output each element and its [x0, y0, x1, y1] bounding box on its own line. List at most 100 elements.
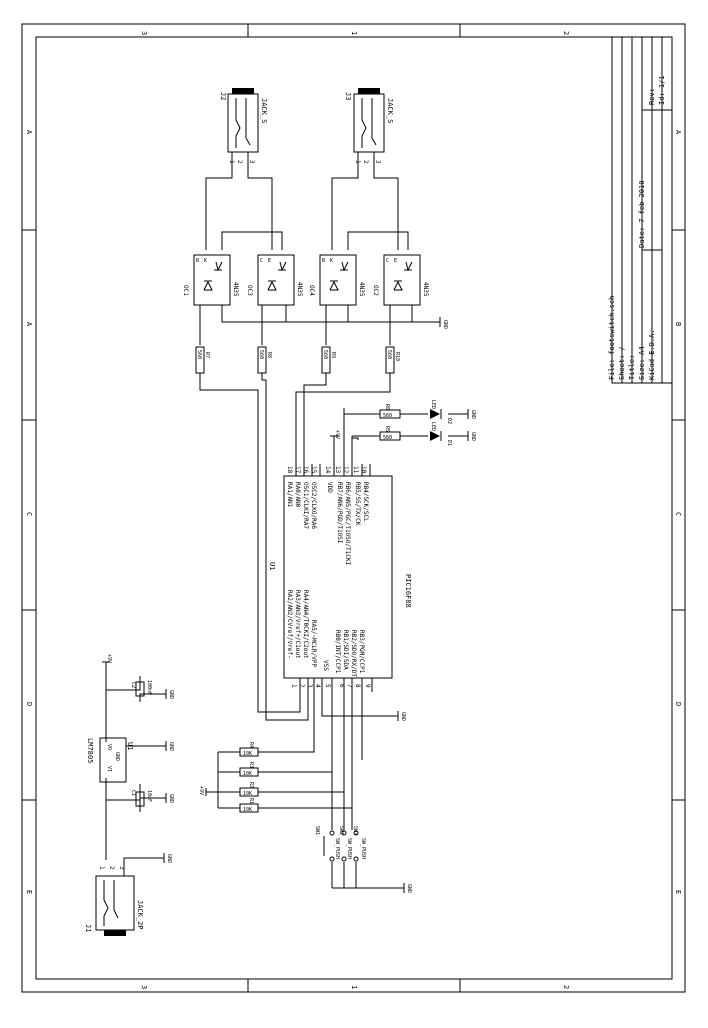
capacitor-c1: C1 10uF — [130, 790, 152, 807]
svg-text:12: 12 — [342, 466, 349, 474]
svg-text:10K: 10K — [243, 807, 252, 813]
svg-text:SW_PUSH: SW_PUSH — [346, 838, 352, 859]
svg-text:R8: R8 — [266, 352, 272, 358]
svg-text:560: 560 — [383, 435, 392, 441]
mcu-u1: U1 PIC16F88 — [268, 475, 412, 679]
svg-text:OC3: OC3 — [246, 285, 253, 296]
svg-text:R10: R10 — [394, 352, 400, 361]
switch-wires — [331, 750, 405, 893]
svg-text:JACK_S: JACK_S — [386, 98, 394, 123]
led-gnd-symbols: GND GND — [467, 409, 476, 441]
power-gnd-symbols: GND GND GND GND — [163, 689, 174, 863]
svg-text:J2: J2 — [219, 92, 227, 100]
svg-text:560: 560 — [386, 350, 392, 359]
opto-oc4: OC4 4N35 — [308, 254, 365, 306]
mcu-top-pin-labels: 18 17 16 15 14 13 12 11 10 RA1/AN1 RA0/A… — [286, 466, 369, 565]
svg-text:6: 6 — [338, 684, 345, 688]
switch-sw3: SW3 SW_PUSH — [352, 826, 366, 862]
svg-text:GND: GND — [470, 432, 476, 441]
svg-text:LM7805: LM7805 — [86, 738, 94, 763]
opto-oc3: OC3 4N35 — [246, 254, 303, 306]
svg-text:RB2/SDO/RX/DT: RB2/SDO/RX/DT — [350, 630, 357, 677]
svg-text:J1: J1 — [84, 924, 92, 932]
regulator-lm7805: LM7805 U1 VO VI GND — [86, 737, 134, 783]
svg-text:10uF: 10uF — [146, 790, 152, 802]
svg-text:B: B — [322, 258, 325, 264]
led-d2: D2 LED — [430, 400, 452, 424]
svg-text:VI: VI — [106, 766, 112, 772]
capacitor-c2: C2 100nF — [130, 680, 152, 697]
svg-text:VDD: VDD — [326, 482, 333, 493]
svg-text:560: 560 — [258, 350, 264, 359]
opto-pin-labels: B K C E B K C E — [196, 258, 397, 264]
title-kicad: KiCad E.D.A. — [648, 329, 656, 380]
gnd-label-switches: GND — [406, 884, 412, 893]
resistor-r1: R1 10K — [239, 798, 259, 813]
svg-text:SW2: SW2 — [338, 826, 344, 835]
svg-text:SW_PUSH: SW_PUSH — [334, 838, 340, 859]
svg-text:8: 8 — [354, 684, 361, 688]
svg-text:560: 560 — [196, 350, 202, 359]
svg-text:R9: R9 — [330, 352, 336, 358]
svg-text:5: 5 — [324, 684, 331, 688]
svg-text:1: 1 — [290, 684, 297, 688]
svg-text:GND: GND — [168, 794, 174, 803]
svg-text:2: 2 — [298, 684, 305, 688]
vdd-top-label: +9V — [102, 654, 112, 663]
svg-text:14: 14 — [324, 466, 331, 474]
resistor-r5: 560 R5 — [379, 426, 401, 441]
resistor-r2: R2 10K — [239, 782, 259, 797]
svg-text:U1: U1 — [268, 562, 276, 570]
svg-text:RA5/~MCLR/VPP: RA5/~MCLR/VPP — [310, 620, 317, 667]
svg-text:R2: R2 — [248, 782, 254, 788]
zone-left-3: C — [25, 512, 33, 516]
svg-text:3: 3 — [306, 684, 313, 688]
svg-text:SW1: SW1 — [314, 826, 320, 835]
jack-j2: J2 JACK_S 1 2 3 — [219, 88, 268, 164]
svg-text:18: 18 — [286, 466, 293, 474]
svg-text:RB3/PGM/CCP1: RB3/PGM/CCP1 — [358, 630, 365, 674]
zone-bottom-2: 1 — [350, 985, 358, 989]
svg-text:VO: VO — [106, 744, 112, 750]
resistor-r8: 560 R8 — [257, 346, 272, 374]
svg-text:J3: J3 — [344, 92, 352, 100]
svg-text:9: 9 — [364, 684, 371, 688]
zone-right-5: E — [674, 890, 682, 894]
switch-sw1: SW1 SW_PUSH — [314, 826, 340, 862]
svg-text:4N35: 4N35 — [232, 282, 239, 297]
svg-text:JACK_S: JACK_S — [260, 98, 268, 123]
svg-text:560: 560 — [322, 350, 328, 359]
svg-text:D1: D1 — [446, 440, 452, 446]
svg-text:RA1/AN1: RA1/AN1 — [286, 482, 293, 508]
svg-text:11: 11 — [352, 466, 359, 474]
zone-right-4: D — [674, 702, 682, 706]
svg-text:1: 1 — [98, 866, 105, 870]
zone-bottom-3: 2 — [562, 985, 570, 989]
svg-text:D2: D2 — [446, 418, 452, 424]
svg-text:SW3: SW3 — [352, 826, 358, 835]
svg-text:10K: 10K — [243, 751, 252, 757]
svg-text:2: 2 — [108, 866, 115, 870]
title-date: Date: 7 feb 2010 — [638, 181, 646, 248]
zone-bottom-1: 3 — [140, 985, 148, 989]
svg-text:R6: R6 — [384, 404, 390, 410]
resistor-r4: R4 10K — [239, 742, 259, 757]
svg-text:GND: GND — [168, 742, 174, 751]
zone-top-2: 1 — [350, 31, 358, 35]
svg-text:R5: R5 — [384, 426, 390, 432]
svg-text:K: K — [204, 258, 207, 264]
svg-text:R3: R3 — [248, 762, 254, 768]
svg-text:RA0/AN0: RA0/AN0 — [294, 482, 301, 508]
svg-text:RB6/AN5/PGC/T1OSO/T1CKI: RB6/AN5/PGC/T1OSO/T1CKI — [344, 482, 351, 565]
zone-left-5: E — [25, 890, 33, 894]
zone-top-3: 2 — [562, 31, 570, 35]
svg-text:RA2/AN2/CVref/Vref-: RA2/AN2/CVref/Vref- — [286, 590, 293, 659]
resistor-to-mcu-wires — [199, 373, 391, 721]
vss-gnd-wire — [321, 690, 399, 721]
resistor-r7: 560 R7 — [195, 346, 210, 374]
switch-sw2: SW2 SW_PUSH — [338, 826, 352, 862]
svg-text:R4: R4 — [248, 742, 254, 748]
svg-text:560: 560 — [383, 413, 392, 419]
svg-text:OC2: OC2 — [372, 285, 379, 296]
svg-text:RB4/SCK/SCL: RB4/SCK/SCL — [362, 482, 369, 522]
